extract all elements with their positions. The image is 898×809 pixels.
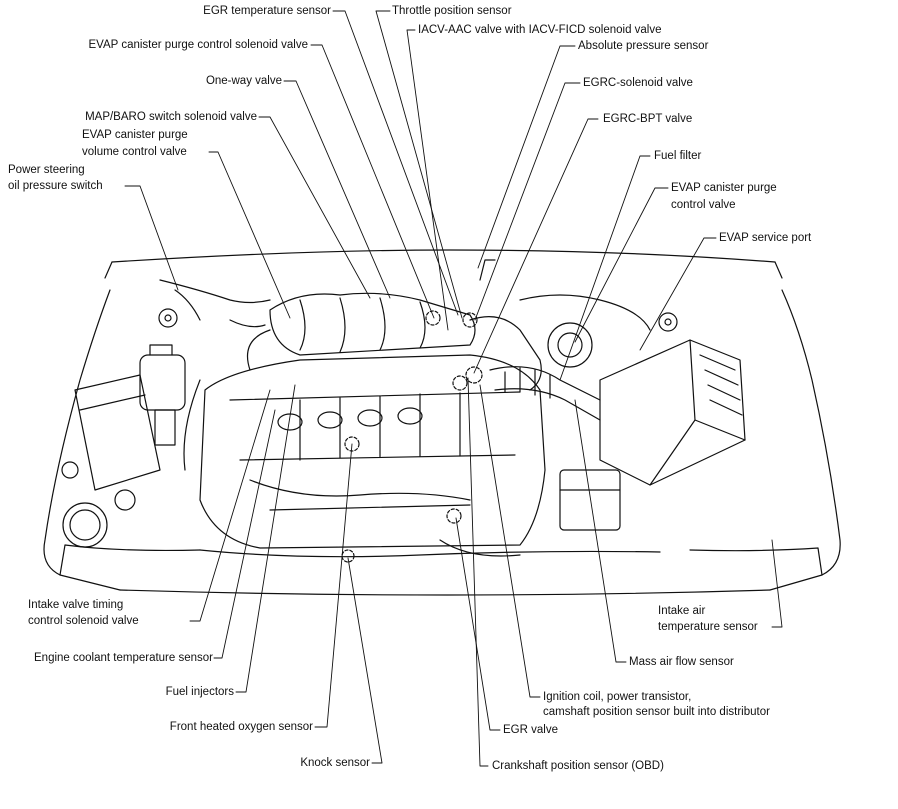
leader-lines: [124, 10, 783, 767]
intake-manifold: [246, 292, 542, 391]
label-iacv-aac-valve: IACV-AAC valve with IACV-FICD solenoid v…: [418, 24, 662, 36]
label-evap-service-port: EVAP service port: [719, 232, 812, 244]
label-evap-purge-volume-2: volume control valve: [82, 146, 187, 158]
component-markers: [341, 310, 483, 563]
label-evap-purge-control-solenoid: EVAP canister purge control solenoid val…: [88, 39, 308, 51]
label-ignition-coil-2: camshaft position sensor built into dist…: [543, 706, 770, 718]
label-evap-purge-volume-1: EVAP canister purge: [82, 129, 188, 141]
label-engine-coolant-temp: Engine coolant temperature sensor: [34, 652, 213, 664]
hoses: [159, 259, 661, 558]
engine-block: [199, 354, 546, 549]
label-intake-air-temp-1: Intake air: [658, 605, 706, 617]
label-fuel-injectors: Fuel injectors: [165, 686, 234, 698]
label-ignition-coil-1: Ignition coil, power transistor,: [543, 691, 692, 703]
label-fuel-filter: Fuel filter: [654, 150, 702, 162]
label-egr-valve: EGR valve: [503, 724, 558, 736]
label-intake-valve-timing-2: control solenoid valve: [28, 615, 139, 627]
air-cleaner: [559, 339, 746, 531]
label-throttle-position-sensor: Throttle position sensor: [392, 5, 512, 17]
label-front-heated-oxygen-sensor: Front heated oxygen sensor: [169, 721, 313, 733]
label-evap-purge-control-right-1: EVAP canister purge: [671, 182, 777, 194]
label-mass-air-flow: Mass air flow sensor: [629, 656, 734, 668]
label-power-steering-2: oil pressure switch: [8, 180, 103, 192]
label-egrc-bpt-valve: EGRC-BPT valve: [603, 113, 693, 125]
intake-duct: [489, 322, 601, 421]
label-one-way-valve: One-way valve: [205, 75, 282, 87]
label-intake-valve-timing-1: Intake valve timing: [28, 599, 124, 611]
label-evap-purge-control-right-2: control valve: [671, 199, 736, 211]
label-egrc-solenoid-valve: EGRC-solenoid valve: [583, 77, 693, 89]
label-crankshaft-position-sensor: Crankshaft position sensor (OBD): [492, 760, 664, 772]
label-power-steering-1: Power steering: [8, 164, 85, 176]
label-map-baro-switch: MAP/BARO switch solenoid valve: [85, 111, 257, 123]
battery-area: [61, 344, 186, 548]
label-egr-temperature-sensor: EGR temperature sensor: [203, 5, 331, 17]
label-absolute-pressure-sensor: Absolute pressure sensor: [578, 40, 709, 52]
label-knock-sensor: Knock sensor: [300, 757, 370, 769]
label-intake-air-temp-2: temperature sensor: [658, 621, 758, 633]
fender-outline: [43, 249, 841, 596]
